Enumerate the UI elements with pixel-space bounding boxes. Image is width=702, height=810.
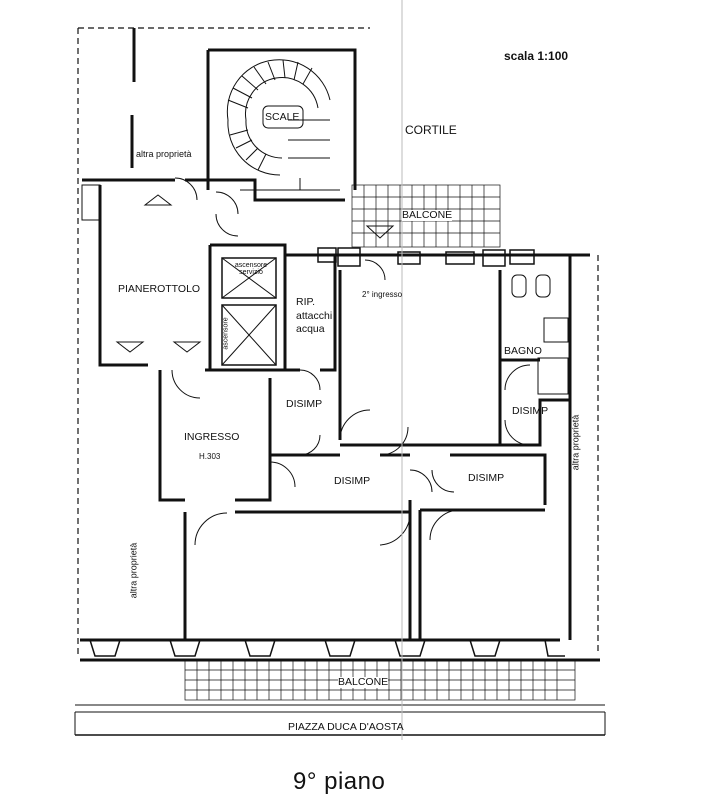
- room-label-balcony-top: BALCONE: [402, 209, 453, 221]
- bathroom-fixtures: [511, 274, 569, 395]
- facade-south: [80, 638, 600, 662]
- window-pillars-south: [89, 639, 565, 657]
- main-lift-shaft: [221, 304, 277, 366]
- label-entrance-height: H.303: [199, 452, 221, 461]
- service-lift-cross-2: [221, 257, 277, 299]
- room-label-main-lift: ascensore: [222, 317, 230, 350]
- wall-top-left: [130, 28, 136, 168]
- room-label-balcony-bottom: BALCONE: [338, 676, 389, 688]
- entry-arrow-icon: [365, 225, 395, 239]
- staircase-walls: [206, 48, 357, 190]
- lower-room-walls: [183, 500, 422, 640]
- scale-label-box: [262, 105, 304, 129]
- landing-wall-top: [82, 178, 345, 202]
- room-label-courtyard: CORTILE: [405, 123, 457, 137]
- staircase-icon: [226, 59, 340, 191]
- entry-arrow-icon: [172, 341, 202, 353]
- label-second-entry: 2° ingresso: [362, 290, 403, 299]
- room-label-service-lift: ascensore servizio: [234, 262, 268, 276]
- floor-title: 9° piano: [293, 768, 386, 795]
- label-street: PIAZZA DUCA D'AOSTA: [288, 721, 404, 733]
- door-swings: [171, 177, 531, 546]
- room-label-disimp-center: DISIMP: [334, 475, 371, 487]
- room-label-disimp-bath: DISIMP: [512, 405, 549, 417]
- room-label-bathroom: BAGNO: [504, 345, 542, 357]
- room-label-disimp-right: DISIMP: [468, 472, 505, 484]
- room-label-storage: RIP. attacchi acqua: [296, 296, 333, 336]
- label-other-property-top: altra proprietà: [136, 149, 192, 159]
- window-pillars-north: [317, 247, 535, 267]
- scale-label: scala 1:100: [504, 49, 569, 63]
- label-other-property-right: altra proprietà: [570, 414, 581, 471]
- storage-walls: [285, 255, 337, 372]
- entry-arrow-icon: [115, 341, 145, 353]
- lift-wall-left: [205, 245, 212, 372]
- room-label-entrance: INGRESSO: [184, 431, 240, 443]
- entry-arrow-icon: [143, 194, 173, 206]
- corridor-wall-south: [235, 508, 545, 514]
- main-lift-cross-2: [221, 304, 277, 366]
- room-label-landing: PIANEROTTOLO: [118, 283, 201, 295]
- bathroom-walls: [500, 358, 570, 447]
- disimp-left-walls: [268, 378, 335, 457]
- lift-shaft: [205, 243, 287, 372]
- room-label-scale: SCALE: [265, 111, 300, 123]
- room-label-disimp-left: DISIMP: [286, 398, 323, 410]
- landing-pillar: [81, 184, 101, 221]
- entrance-walls: [158, 370, 272, 502]
- landing-wall-left: [98, 185, 148, 367]
- service-lift-shaft: [221, 257, 277, 299]
- label-other-property-left: altra proprietà: [128, 542, 139, 599]
